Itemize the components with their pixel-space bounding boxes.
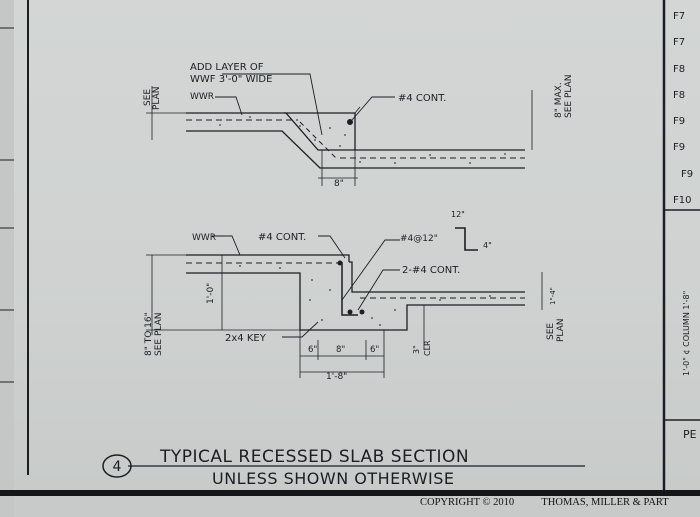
detail-subtitle: UNLESS SHOWN OTHERWISE bbox=[212, 469, 455, 488]
detail-number: 4 bbox=[113, 459, 122, 475]
copyright-footer: COPYRIGHT © 2010 THOMAS, MILLER & PART bbox=[420, 497, 700, 513]
bottom-border bbox=[0, 490, 700, 496]
clear-dim-label: 3" bbox=[412, 345, 421, 354]
upper-bar-label: #4 CONT. bbox=[398, 93, 446, 104]
key-label: 2x4 KEY bbox=[225, 333, 267, 344]
range-plan-label: SEE PLAN bbox=[154, 313, 164, 356]
strip-label: F9 bbox=[673, 142, 685, 153]
strip-label: F8 bbox=[673, 90, 685, 101]
column-label: 1'-0" ¢ COLUMN 1'-8" bbox=[682, 291, 691, 376]
lower-plan-label: PLAN bbox=[556, 318, 566, 342]
detail-title: TYPICAL RECESSED SLAB SECTION bbox=[159, 447, 469, 467]
strip-label: F8 bbox=[673, 64, 685, 75]
range-label: 8" TO 16" bbox=[144, 312, 154, 356]
hook-length-label: 12" bbox=[451, 210, 465, 219]
dim-b-label: 8" bbox=[336, 345, 345, 355]
copyright-text: COPYRIGHT © 2010 bbox=[420, 497, 515, 508]
strip-label: F9 bbox=[681, 169, 693, 180]
strip-label: F9 bbox=[673, 116, 685, 127]
lower-bar-top-label: #4 CONT. bbox=[258, 232, 306, 243]
strip-bottom-label: PE bbox=[683, 428, 697, 441]
upper-plan-label: PLAN bbox=[152, 86, 162, 110]
small-dim-label: 1"-4" bbox=[549, 287, 557, 305]
strip-label: F7 bbox=[673, 37, 685, 48]
dim-a-label: 6" bbox=[308, 345, 317, 355]
clear-label: CLR bbox=[423, 340, 432, 356]
upper-see-label: SEE bbox=[143, 89, 153, 106]
upper-note-line2: WWF 3'-0" WIDE bbox=[190, 74, 272, 85]
strip-label: F10 bbox=[673, 195, 691, 206]
upper-max-label: 8" MAX. bbox=[554, 82, 564, 118]
lower-see-label: SEE bbox=[546, 323, 556, 340]
strip-label: F7 bbox=[673, 11, 685, 22]
upper-slab-section bbox=[146, 73, 533, 186]
firm-name: THOMAS, MILLER & PART bbox=[541, 497, 669, 508]
hook-leg-label: 4" bbox=[483, 241, 492, 250]
hook-bar-label: #4@12" bbox=[400, 234, 438, 244]
lower-slab-section bbox=[146, 227, 543, 378]
upper-note-line1: ADD LAYER OF bbox=[190, 62, 264, 73]
depth-label: 1'-0" bbox=[206, 283, 216, 304]
lower-wwr-label: WWR bbox=[192, 233, 216, 243]
upper-max-plan-label: SEE PLAN bbox=[564, 75, 574, 118]
bottom-bars-label: 2-#4 CONT. bbox=[402, 265, 460, 276]
left-margin bbox=[0, 0, 14, 517]
upper-dim-label: 8" bbox=[334, 179, 344, 189]
dim-total-label: 1'-8" bbox=[326, 372, 347, 382]
dim-c-label: 6" bbox=[370, 345, 379, 355]
upper-wwr-label: WWR bbox=[190, 92, 214, 102]
